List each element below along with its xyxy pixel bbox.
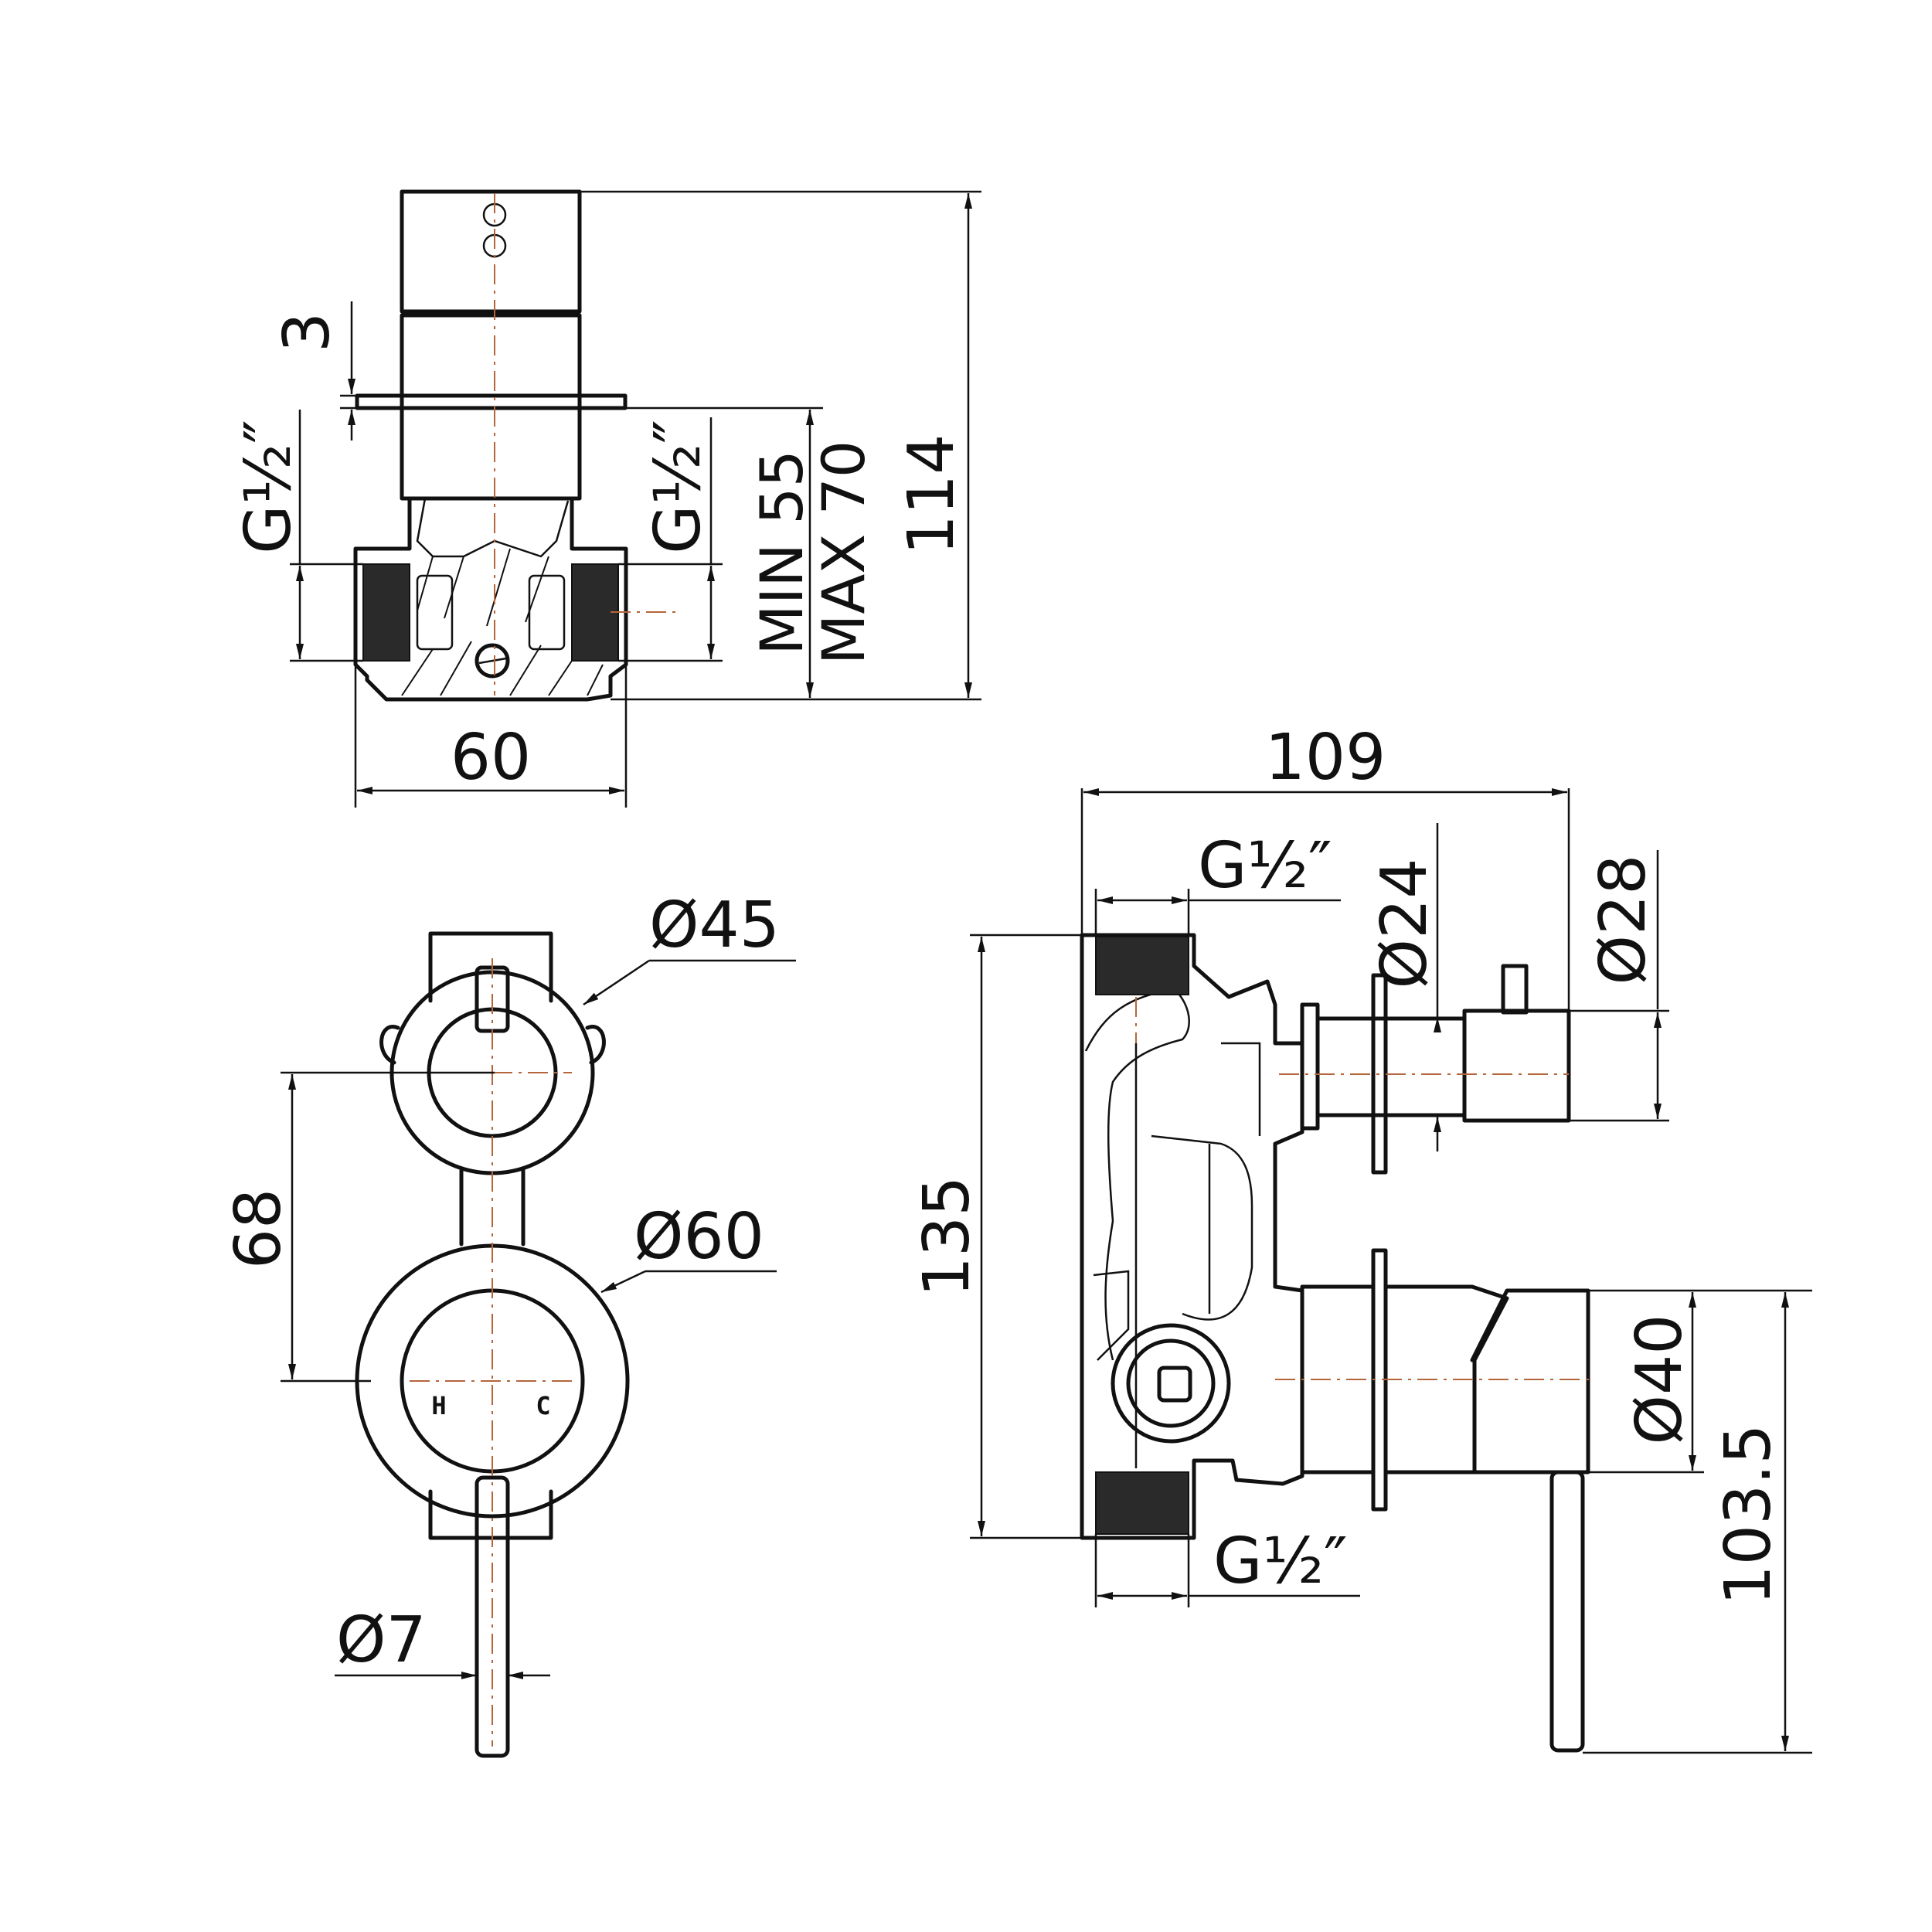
dim-lever-d7: Ø7 — [336, 1604, 427, 1677]
dim-depth-max: MAX 70 — [809, 440, 878, 665]
dim-height-135: 135 — [910, 1176, 984, 1298]
side-view-handle — [1470, 1288, 1590, 1475]
dim-height-114: 114 — [895, 434, 968, 556]
top-view-thread-left — [362, 563, 410, 662]
top-view — [353, 189, 680, 702]
dim-stem-d24: Ø24 — [1368, 859, 1441, 989]
side-view-upper-nut — [1300, 1002, 1320, 1131]
dim-bottom-plate-d60: Ø60 — [634, 1200, 764, 1274]
dim-handle-d40: Ø40 — [1623, 1315, 1696, 1445]
side-view-body — [1080, 933, 1304, 1540]
side-view-upper-pin — [1501, 964, 1529, 1015]
dim-length-109: 109 — [1265, 721, 1386, 794]
side-view-dimensions: 109 135 G½″ G½″ Ø24 Ø28 Ø40 — [910, 721, 1812, 1754]
hot-mark: H — [431, 1391, 446, 1420]
top-view-section-hatch — [401, 548, 604, 696]
side-view-lever — [1549, 1470, 1585, 1753]
dim-center-68: 68 — [222, 1189, 295, 1269]
dim-thread-left: G½″ — [232, 420, 305, 554]
top-view-chamber-left — [416, 574, 454, 651]
front-view-lever — [474, 1475, 510, 1758]
top-view-body-cavity — [416, 498, 570, 558]
front-view: H C — [355, 931, 630, 1758]
dim-top-plate-d45: Ø45 — [649, 889, 780, 962]
side-view — [1080, 933, 1592, 1753]
side-view-upper-stem — [1315, 1016, 1467, 1117]
dim-flange-3: 3 — [270, 312, 344, 352]
dim-thread-right: G½″ — [641, 420, 715, 554]
top-view-cap — [400, 189, 582, 314]
top-view-dimensions: 114 MAX 70 MIN 55 3 G½″ G½″ 60 — [232, 190, 981, 808]
dim-lever-103-5: 103.5 — [1712, 1424, 1785, 1606]
top-view-screw — [474, 643, 510, 679]
side-view-port — [1111, 1323, 1231, 1444]
side-view-thread-top — [1095, 936, 1189, 995]
dim-thread-top: G½″ — [1198, 829, 1332, 903]
front-view-back-box — [428, 931, 553, 1003]
dim-knob-d28: Ø28 — [1587, 855, 1660, 985]
side-view-thread-bottom — [1095, 1471, 1189, 1535]
top-view-chamber-right — [528, 574, 566, 651]
front-view-lug-left — [379, 1025, 400, 1065]
dim-depth-min: MIN 55 — [747, 450, 816, 655]
cold-mark: C — [536, 1391, 550, 1420]
top-view-body — [353, 496, 628, 702]
side-view-upper-knob — [1462, 1009, 1571, 1123]
dim-width-60: 60 — [451, 721, 531, 794]
front-view-lug-right — [585, 1025, 606, 1065]
front-view-dimensions: 68 Ø45 Ø60 Ø7 — [222, 889, 796, 1679]
side-view-lower-body — [1383, 1284, 1509, 1475]
top-view-flange — [355, 393, 628, 410]
dim-thread-bottom: G½″ — [1213, 1525, 1348, 1598]
